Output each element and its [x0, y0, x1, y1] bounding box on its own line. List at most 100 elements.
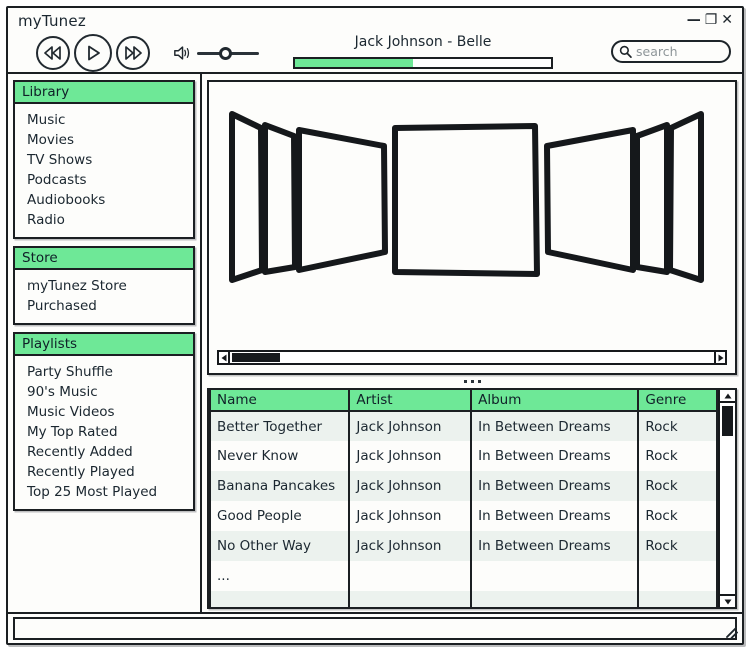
cell-artist: [348, 561, 473, 591]
cell-name: Better Together: [209, 411, 351, 441]
minimize-icon[interactable]: —: [686, 12, 701, 28]
titlebar: myTunez — ❐ ✕: [8, 8, 742, 74]
cell-genre: Rock: [637, 501, 718, 531]
panel-splitter[interactable]: [207, 375, 737, 388]
cell-name: Never Know: [209, 441, 351, 471]
sidebar-item-music[interactable]: Music: [27, 112, 66, 128]
cell-name: Banana Pancakes: [209, 471, 351, 501]
sidebar-item-mytunez-store[interactable]: myTunez Store: [27, 278, 127, 294]
tracklist-header-row: Name Artist Album Genre: [209, 390, 718, 412]
cell-album: In Between Dreams: [470, 471, 640, 501]
sidebar-item-radio[interactable]: Radio: [27, 212, 65, 228]
app-window: myTunez — ❐ ✕: [6, 6, 744, 645]
column-header-artist[interactable]: Artist: [348, 390, 473, 412]
cell-genre: [637, 561, 718, 591]
cell-genre: Rock: [637, 411, 718, 441]
speaker-icon[interactable]: [173, 44, 193, 62]
sidebar-header-store[interactable]: Store: [13, 246, 195, 270]
cell-artist: Jack Johnson: [348, 441, 473, 471]
sidebar-item-purchased[interactable]: Purchased: [27, 298, 97, 314]
cell-artist: Jack Johnson: [348, 471, 473, 501]
volume-slider[interactable]: [197, 44, 259, 62]
coverflow-scroll-left-icon[interactable]: [219, 352, 230, 363]
tracklist-vertical-scrollbar[interactable]: [718, 390, 735, 607]
table-row[interactable]: [209, 591, 718, 607]
cell-album: In Between Dreams: [470, 501, 640, 531]
column-header-name[interactable]: Name: [209, 390, 351, 412]
cell-artist: Jack Johnson: [348, 531, 473, 561]
splitter-dot: [477, 380, 481, 383]
coverflow-scroll-right-icon[interactable]: [714, 352, 725, 363]
cell-genre: Rock: [637, 441, 718, 471]
sidebar: Library Music Movies TV Shows Podcasts A…: [8, 74, 202, 612]
volume-control: [173, 44, 259, 62]
transport-controls: [36, 34, 150, 72]
column-header-album[interactable]: Album: [470, 390, 640, 412]
fast-forward-icon: [125, 46, 142, 60]
sidebar-panel-playlists: Playlists Party Shuffle 90's Music Music…: [13, 332, 195, 511]
table-row[interactable]: ...: [209, 561, 718, 591]
statusbar-text: [13, 617, 737, 640]
coverflow-scroll-thumb[interactable]: [232, 353, 280, 362]
sidebar-item-top-25-most-played[interactable]: Top 25 Most Played: [27, 484, 158, 500]
play-button[interactable]: [74, 34, 112, 72]
statusbar: [8, 612, 742, 643]
cell-album: [470, 561, 640, 591]
tracklist-scroll-thumb[interactable]: [722, 406, 733, 436]
scroll-down-icon[interactable]: [720, 594, 735, 607]
splitter-dot: [463, 380, 467, 383]
tracklist-table: Name Artist Album Genre Better Together …: [209, 390, 718, 607]
sidebar-item-movies[interactable]: Movies: [27, 132, 74, 148]
cell-album: In Between Dreams: [470, 441, 640, 471]
sidebar-item-tv-shows[interactable]: TV Shows: [27, 152, 93, 168]
tracklist-panel: Name Artist Album Genre Better Together …: [207, 388, 737, 609]
sidebar-item-recently-played[interactable]: Recently Played: [27, 464, 135, 480]
sidebar-header-library[interactable]: Library: [13, 80, 195, 104]
cell-name: No Other Way: [209, 531, 351, 561]
close-icon[interactable]: ✕: [721, 12, 733, 28]
coverflow-scroll-trough[interactable]: [230, 352, 714, 363]
sidebar-item-party-shuffle[interactable]: Party Shuffle: [27, 364, 113, 380]
next-button[interactable]: [116, 36, 150, 70]
table-row[interactable]: Good People Jack Johnson In Between Drea…: [209, 501, 718, 531]
coverflow-horizontal-scrollbar[interactable]: [217, 350, 727, 365]
sidebar-item-my-top-rated[interactable]: My Top Rated: [27, 424, 118, 440]
playback-progress-fill: [295, 59, 413, 67]
search-input[interactable]: search: [636, 44, 678, 59]
cell-artist: [348, 591, 473, 607]
resize-grip-icon[interactable]: [724, 625, 738, 639]
cell-genre: Rock: [637, 531, 718, 561]
cell-album: [470, 591, 640, 607]
sidebar-panel-library: Library Music Movies TV Shows Podcasts A…: [13, 80, 195, 239]
table-row[interactable]: Better Together Jack Johnson In Between …: [209, 411, 718, 441]
splitter-dot: [470, 380, 474, 383]
cell-name: Good People: [209, 501, 351, 531]
sidebar-header-playlists[interactable]: Playlists: [13, 332, 195, 356]
cell-artist: Jack Johnson: [348, 411, 473, 441]
rewind-icon: [44, 46, 61, 60]
sidebar-item-audiobooks[interactable]: Audiobooks: [27, 192, 106, 208]
column-header-genre[interactable]: Genre: [637, 390, 718, 412]
scroll-up-icon[interactable]: [720, 390, 735, 403]
window-controls: — ❐ ✕: [686, 12, 733, 28]
sidebar-item-recently-added[interactable]: Recently Added: [27, 444, 133, 460]
search-box[interactable]: search: [611, 40, 731, 63]
cell-genre: Rock: [637, 471, 718, 501]
previous-button[interactable]: [36, 36, 70, 70]
cell-genre: [637, 591, 718, 607]
search-icon: [619, 45, 632, 58]
volume-slider-knob[interactable]: [218, 47, 232, 60]
table-row[interactable]: Banana Pancakes Jack Johnson In Between …: [209, 471, 718, 501]
cell-album: In Between Dreams: [470, 411, 640, 441]
coverflow-view: [207, 80, 737, 375]
table-row[interactable]: Never Know Jack Johnson In Between Dream…: [209, 441, 718, 471]
sidebar-item-90s-music[interactable]: 90's Music: [27, 384, 98, 400]
album-art-coverflow-icon[interactable]: [217, 90, 717, 328]
table-row[interactable]: No Other Way Jack Johnson In Between Dre…: [209, 531, 718, 561]
app-title: myTunez: [18, 12, 86, 30]
sidebar-item-podcasts[interactable]: Podcasts: [27, 172, 87, 188]
cell-name: [209, 591, 351, 607]
sidebar-item-music-videos[interactable]: Music Videos: [27, 404, 115, 420]
playback-progress-bar[interactable]: [293, 57, 553, 69]
maximize-icon[interactable]: ❐: [704, 12, 718, 28]
